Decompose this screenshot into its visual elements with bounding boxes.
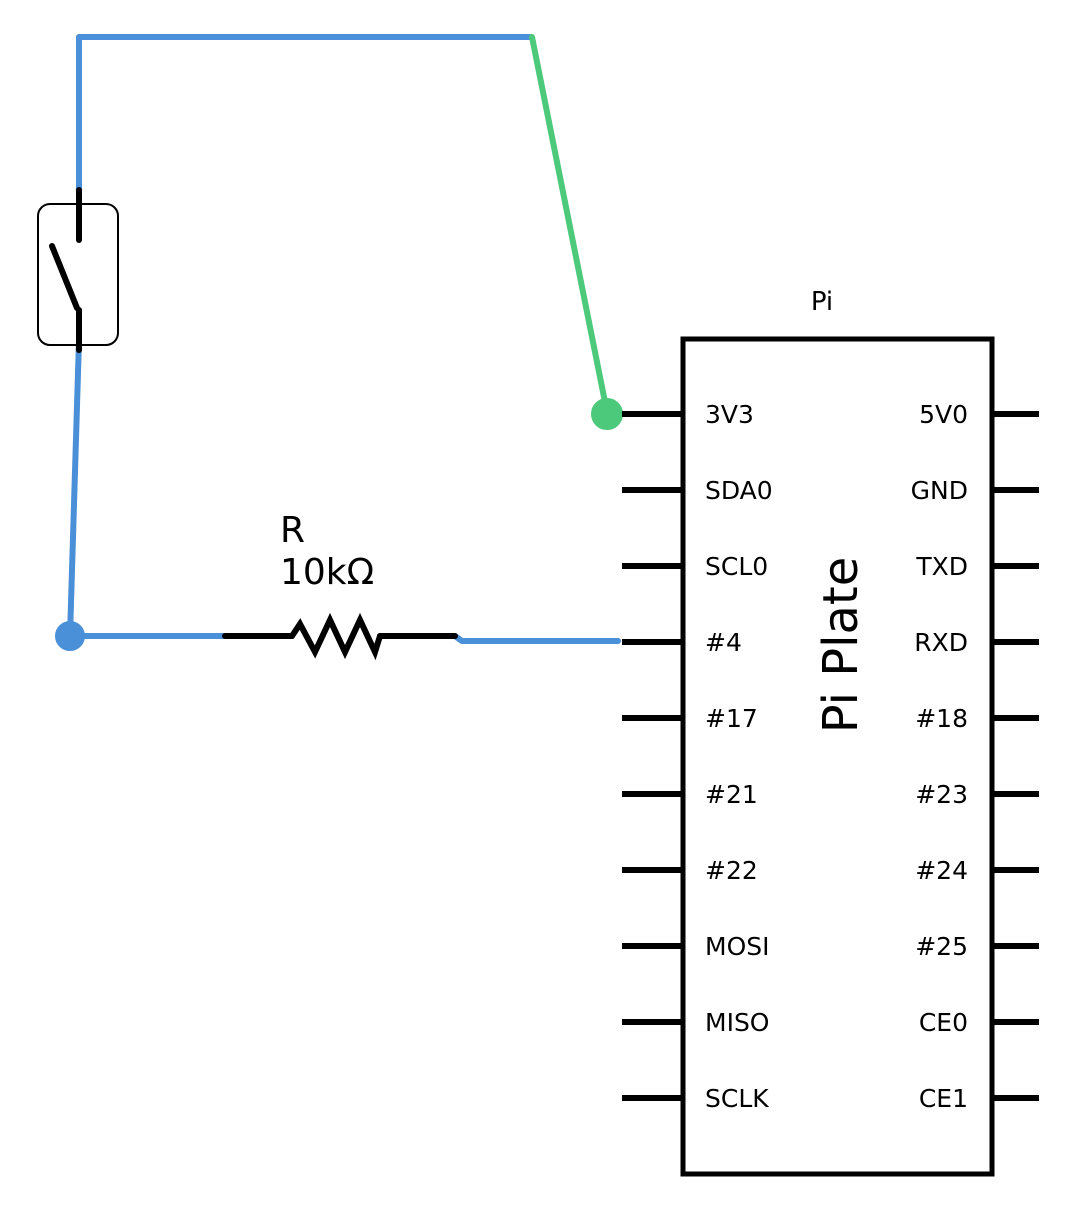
junction-3v3 <box>591 398 623 430</box>
pin-label-gnd: GND <box>911 476 968 505</box>
pin-label-23: #23 <box>915 780 968 809</box>
pin-label-miso: MISO <box>705 1008 770 1037</box>
pin-label-22: #22 <box>705 856 758 885</box>
spst-switch-icon <box>37 187 119 353</box>
pin-label-sda0: SDA0 <box>705 476 773 505</box>
pin-label-18: #18 <box>915 704 968 733</box>
pin-label-21: #21 <box>705 780 758 809</box>
pin-label-3v3: 3V3 <box>705 400 754 429</box>
resistor-zigzag-icon <box>222 612 458 661</box>
resistor-name: R <box>280 510 305 551</box>
wire-switch-to-node <box>67 337 82 639</box>
pin-label-5v0: 5V0 <box>919 400 968 429</box>
pin-label-txd: TXD <box>915 552 968 581</box>
pin-label-25: #25 <box>915 932 968 961</box>
chip-body <box>680 336 995 1177</box>
switch-lever <box>49 243 80 311</box>
chip-body-label: Pi Plate <box>813 557 869 734</box>
pin-label-4: #4 <box>705 628 742 657</box>
resistor-zigzag <box>289 612 383 661</box>
pin-label-17: #17 <box>705 704 758 733</box>
pin-label-mosi: MOSI <box>705 932 770 961</box>
pin-label-sclk: SCLK <box>705 1084 769 1113</box>
chip-part-label: Pi <box>811 287 833 317</box>
pin-label-ce1: CE1 <box>919 1084 968 1113</box>
wire-switch-to-top <box>76 34 533 193</box>
pin-label-ce0: CE0 <box>919 1008 968 1037</box>
pin-label-rxd: RXD <box>914 628 968 657</box>
wire-top-to-3v3 <box>529 34 610 415</box>
pin-label-scl0: SCL0 <box>705 552 768 581</box>
green-wire-net <box>529 34 623 430</box>
resistor-value: 10kΩ <box>280 552 374 593</box>
pin-label-24: #24 <box>915 856 968 885</box>
junction-node <box>55 621 85 651</box>
